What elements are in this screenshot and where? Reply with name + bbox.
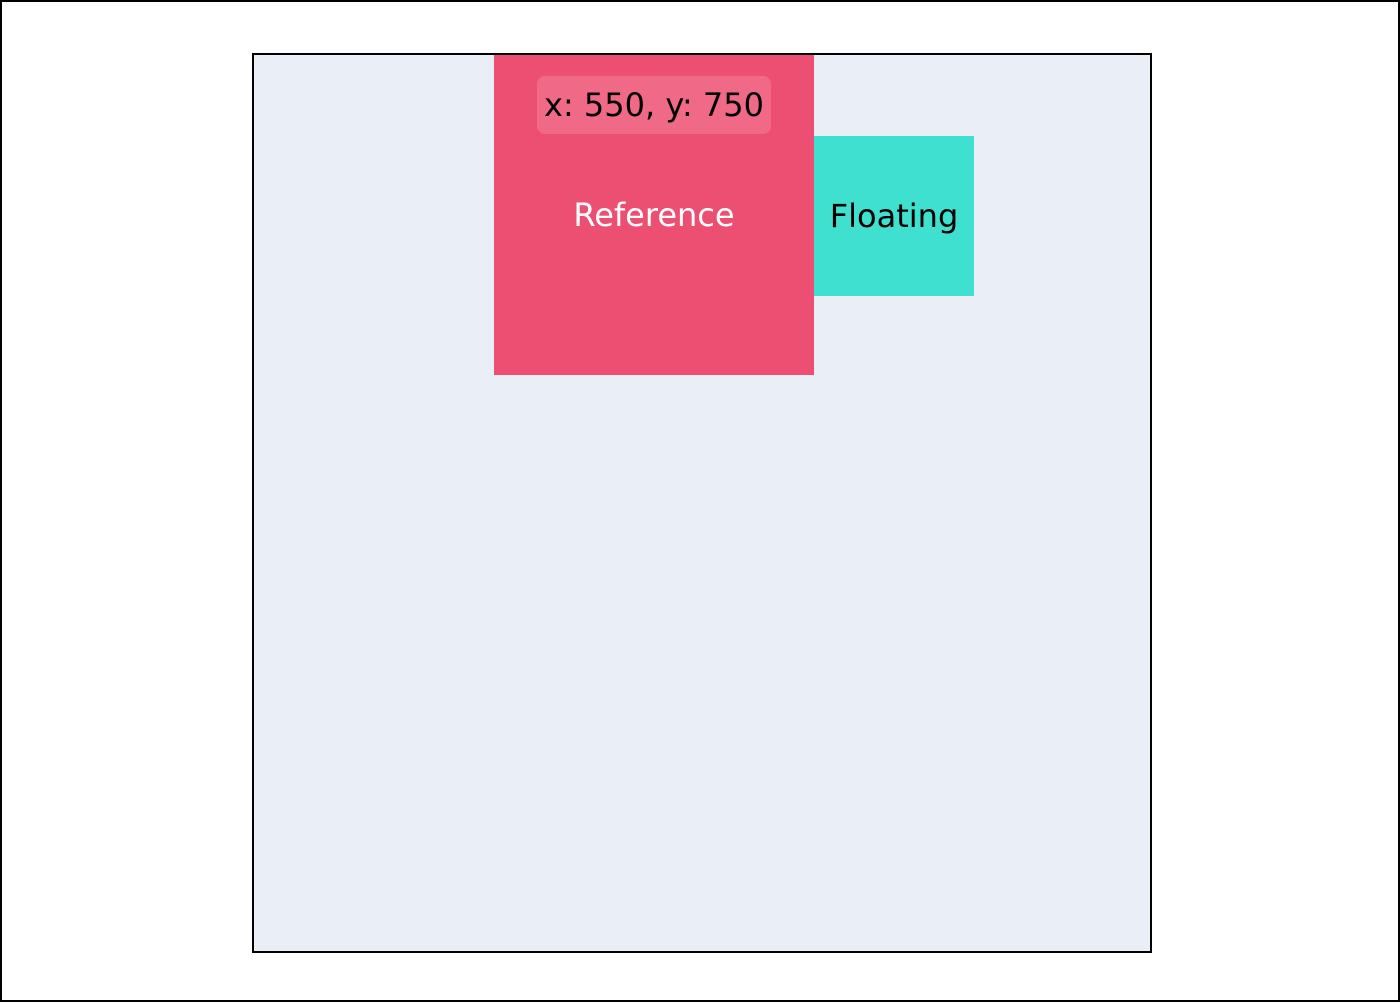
reference-label: Reference <box>573 196 735 234</box>
coordinates-badge: x: 550, y: 750 <box>537 76 771 134</box>
scroll-stage[interactable]: x: 550, y: 750 Reference Floating <box>252 53 1152 953</box>
floating-box: Floating <box>814 136 974 296</box>
reference-box[interactable]: x: 550, y: 750 Reference <box>494 55 814 375</box>
